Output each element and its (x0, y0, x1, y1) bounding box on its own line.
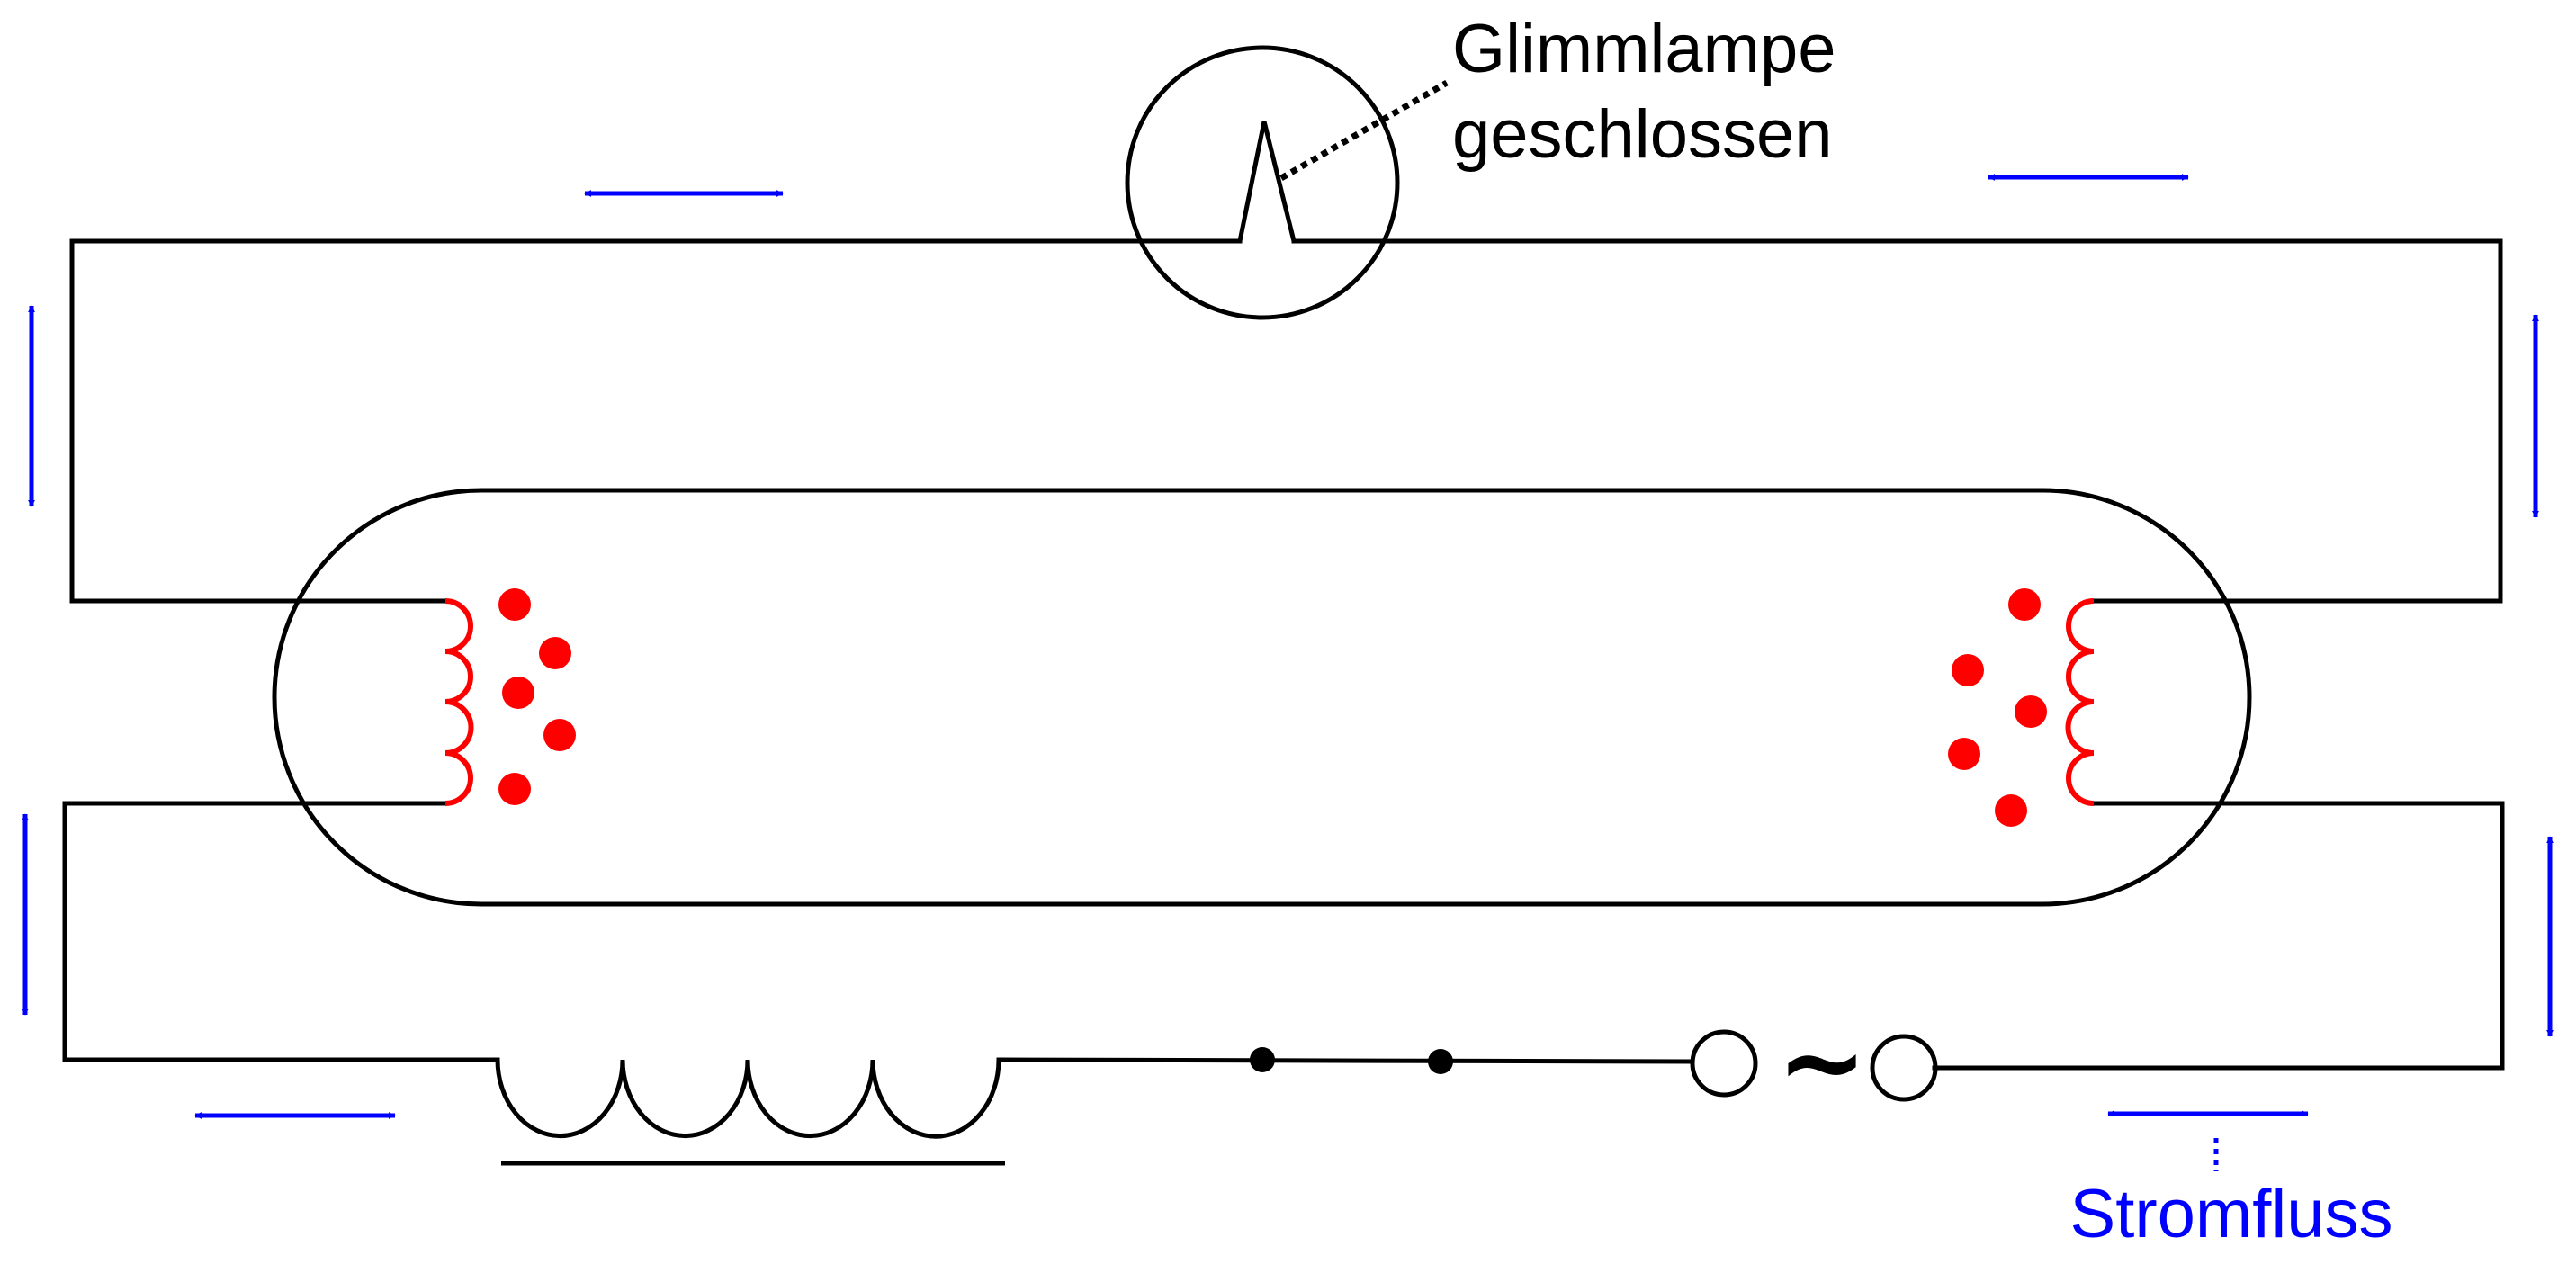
electron (1995, 794, 2027, 827)
lower-wire-right (1932, 801, 2505, 1071)
switch-contact-left (1250, 1047, 1275, 1072)
starter-bulb (1125, 45, 1400, 320)
electron (502, 677, 534, 709)
ac-symbol: ~ (1777, 1000, 1868, 1125)
starter-leader-line (1279, 79, 1449, 182)
upper-wire (69, 238, 1243, 604)
ac-power-source: ~ (1690, 1000, 1938, 1125)
electron (543, 719, 576, 751)
fluorescent-tube (272, 488, 2252, 907)
current-arrows (22, 174, 2554, 1171)
electron (2015, 695, 2047, 728)
electron (1948, 738, 1980, 770)
ac-terminal-right (1870, 1034, 1938, 1102)
choke-coil (495, 1059, 1001, 1139)
lower-wire-left (62, 801, 500, 1062)
electron (498, 773, 531, 805)
starter-bimetal-contact (1237, 121, 1297, 242)
upper-wire-right (1291, 238, 2503, 604)
lower-wire-middle (996, 1057, 1694, 1064)
starter-label-line2: geschlossen (1452, 96, 1833, 173)
electron (539, 637, 571, 669)
current-label: Stromfluss (2070, 1176, 2393, 1252)
choke-ballast (495, 1059, 1005, 1166)
filament-left (444, 598, 474, 806)
electron (2008, 588, 2041, 621)
electrons-left (498, 588, 576, 805)
electron (1952, 654, 1984, 686)
switch-contact-right (1428, 1049, 1453, 1074)
electrons-right (1948, 588, 2047, 827)
filament-right (2065, 598, 2095, 806)
starter-label-line1: Glimmlampe (1452, 11, 1836, 87)
starter-glow-lamp (1125, 45, 1449, 320)
electron (498, 588, 531, 621)
ac-terminal-left (1690, 1029, 1758, 1098)
